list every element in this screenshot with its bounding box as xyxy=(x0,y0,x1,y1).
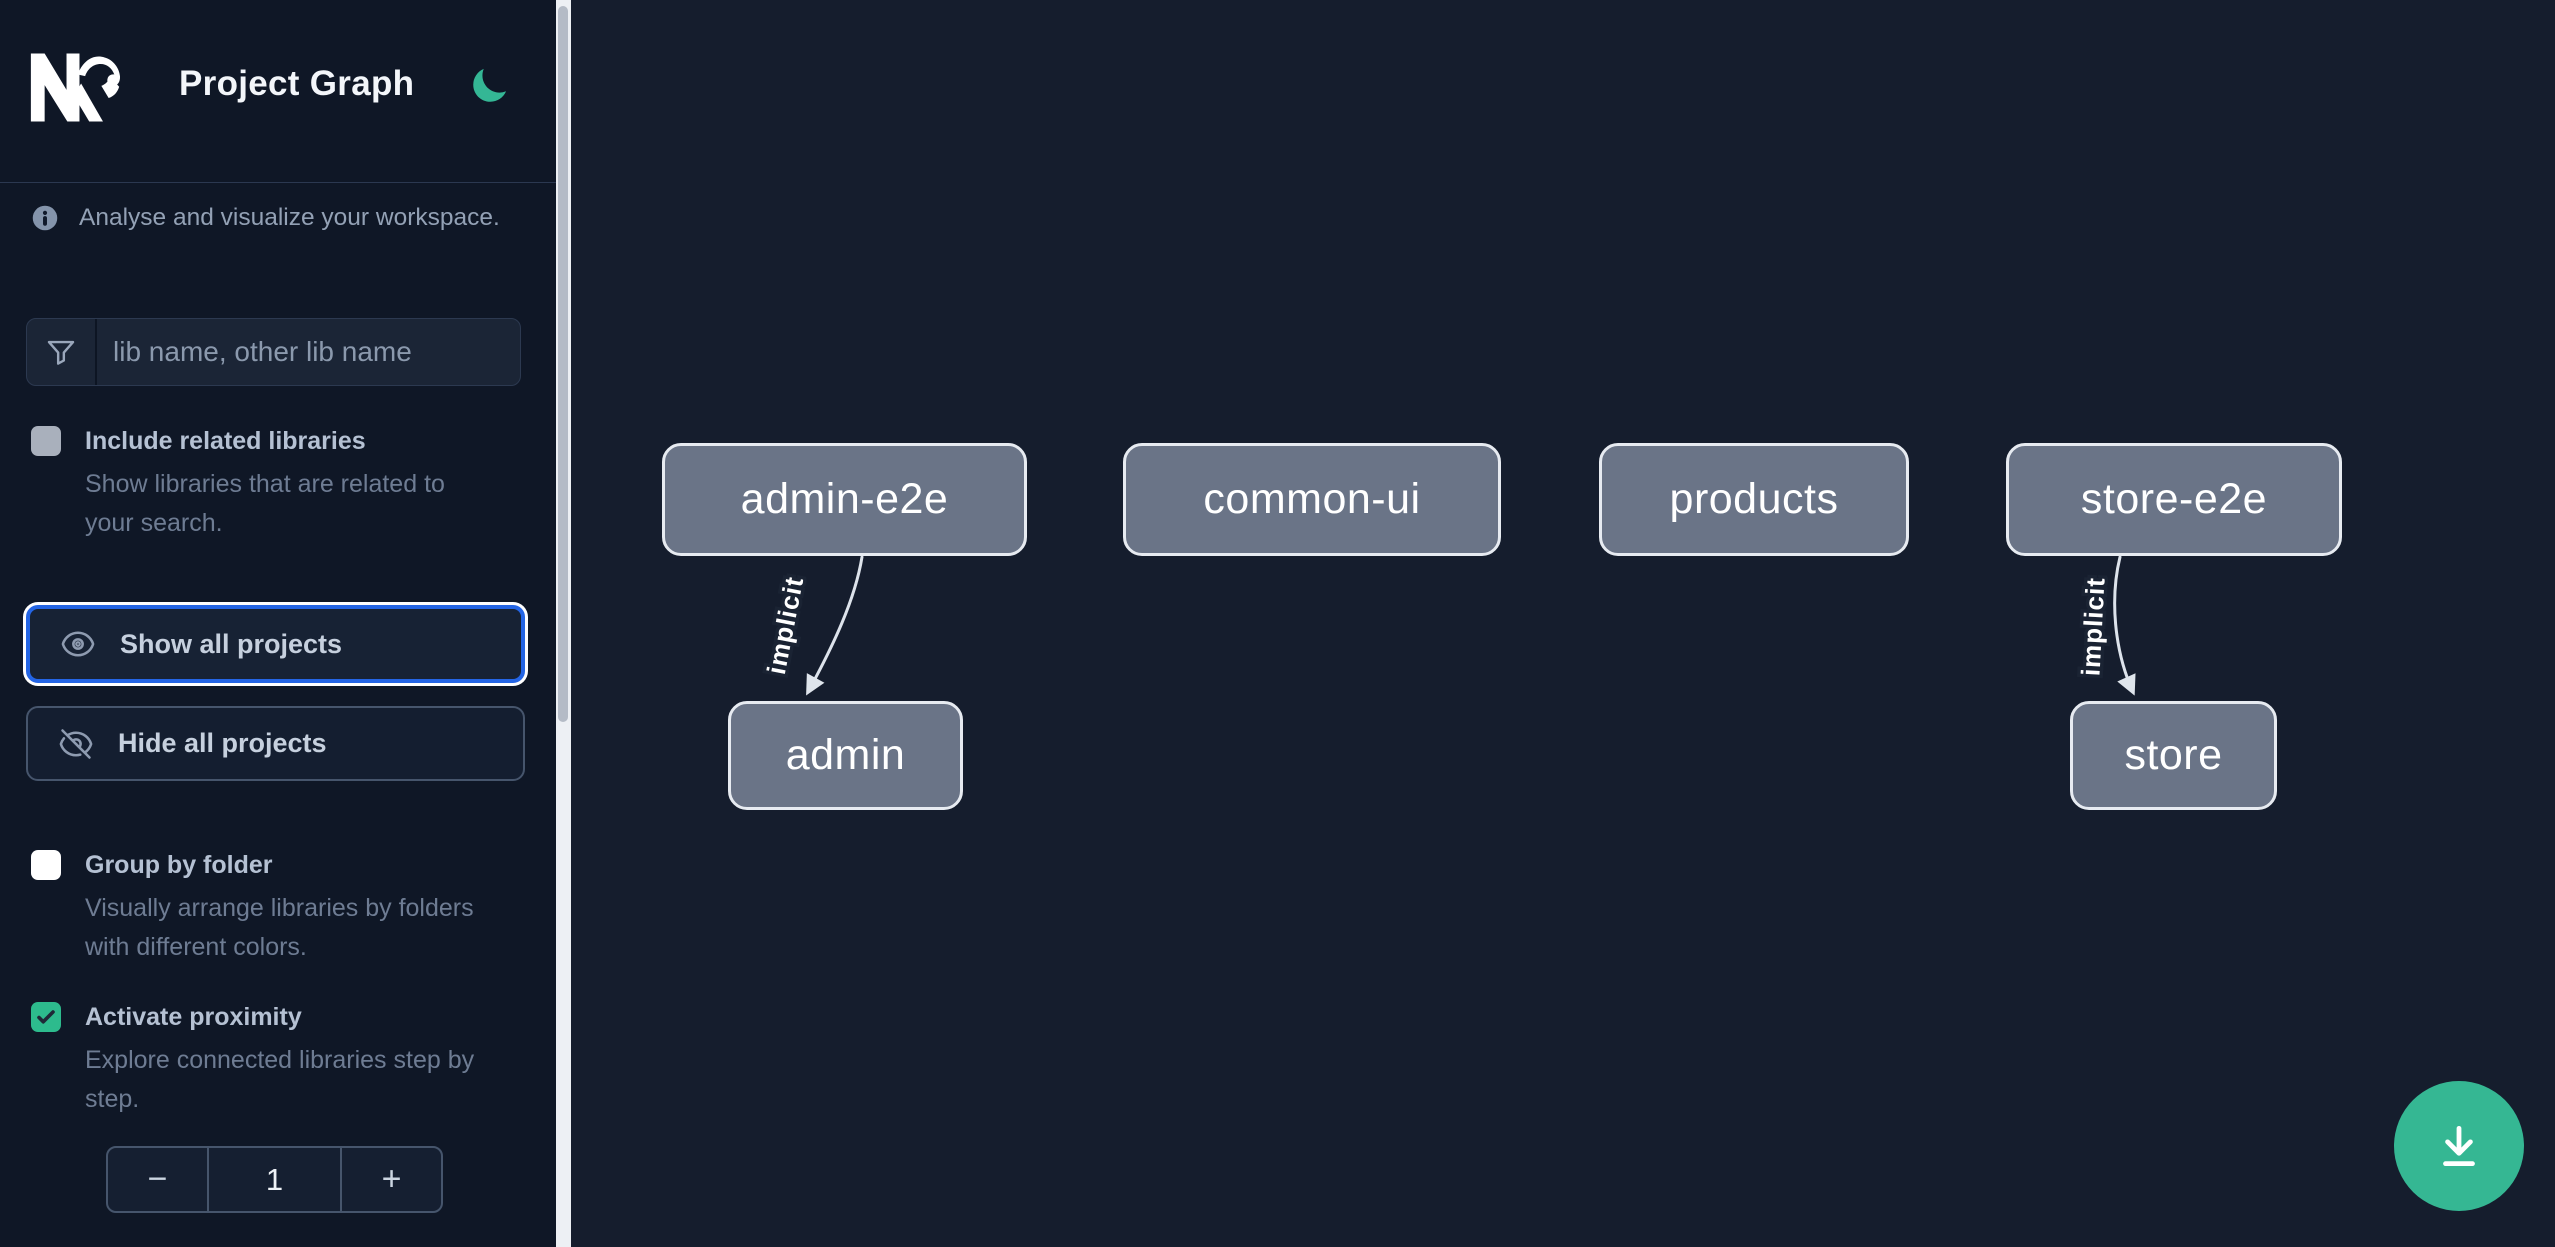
graph-node-store[interactable]: store xyxy=(2070,701,2277,810)
filter-input[interactable] xyxy=(97,319,520,385)
option-include-related: Include related libraries Show libraries… xyxy=(31,424,511,543)
hide-all-projects-label: Hide all projects xyxy=(118,728,327,758)
graph-edge-store-e2e-store[interactable] xyxy=(2113,555,2136,696)
option-label: Activate proximity xyxy=(85,1003,302,1031)
check-icon xyxy=(37,1010,55,1024)
graph-edge-admin-e2e-admin[interactable] xyxy=(806,555,864,696)
workspace-info: Analyse and visualize your workspace. xyxy=(31,204,500,232)
option-label: Include related libraries xyxy=(85,427,366,455)
proximity-depth-stepper: − 1 + xyxy=(106,1146,443,1213)
nx-logo xyxy=(30,53,121,122)
sidebar-header: Project Graph xyxy=(0,0,556,183)
filter-box xyxy=(26,318,521,386)
eye-off-icon xyxy=(59,728,93,759)
option-label: Group by folder xyxy=(85,851,273,879)
show-all-projects-button[interactable]: Show all projects xyxy=(26,605,525,683)
sidebar: Project Graph Analyse and visualize your… xyxy=(0,0,556,1247)
graph-node-store-e2e[interactable]: store-e2e xyxy=(2006,443,2342,556)
graph-node-common-ui[interactable]: common-ui xyxy=(1123,443,1501,556)
hide-all-projects-button[interactable]: Hide all projects xyxy=(26,706,525,781)
sidebar-scrollbar-track[interactable] xyxy=(556,0,571,1247)
graph-canvas[interactable]: implicit implicit admin-e2e common-ui produ… xyxy=(571,0,2555,1247)
edges-layer: implicit implicit xyxy=(757,555,2136,696)
tagline-text: Analyse and visualize your workspace. xyxy=(79,204,500,231)
graph-node-admin[interactable]: admin xyxy=(728,701,963,810)
graph-node-products[interactable]: products xyxy=(1599,443,1909,556)
activate-proximity-checkbox[interactable] xyxy=(31,1002,61,1032)
page-title: Project Graph xyxy=(179,64,415,103)
eye-icon xyxy=(61,631,95,657)
include-related-checkbox[interactable] xyxy=(31,426,61,456)
increment-button[interactable]: + xyxy=(381,1160,402,1198)
edge-label-implicit: implicit xyxy=(2075,576,2110,676)
option-group-by-folder: Group by folder Visually arrange librari… xyxy=(31,848,511,967)
option-description: Show libraries that are related to your … xyxy=(85,470,445,537)
funnel-icon xyxy=(47,340,75,365)
sidebar-scrollbar-thumb[interactable] xyxy=(558,6,568,722)
info-icon xyxy=(32,205,58,231)
moon-icon[interactable] xyxy=(468,64,510,108)
filter-icon-segment xyxy=(27,319,97,385)
download-graph-button[interactable] xyxy=(2394,1081,2524,1211)
edge-label-implicit: implicit xyxy=(761,574,809,677)
decrement-button[interactable]: − xyxy=(147,1160,168,1198)
proximity-depth-value: 1 xyxy=(207,1148,342,1211)
group-by-folder-checkbox[interactable] xyxy=(31,850,61,880)
option-description: Explore connected libraries step by step… xyxy=(85,1046,475,1113)
option-activate-proximity: Activate proximity Explore connected lib… xyxy=(31,1000,511,1119)
graph-node-admin-e2e[interactable]: admin-e2e xyxy=(662,443,1027,556)
show-all-projects-label: Show all projects xyxy=(120,628,343,659)
option-description: Visually arrange libraries by folders wi… xyxy=(85,894,474,961)
download-icon xyxy=(2443,1125,2475,1167)
